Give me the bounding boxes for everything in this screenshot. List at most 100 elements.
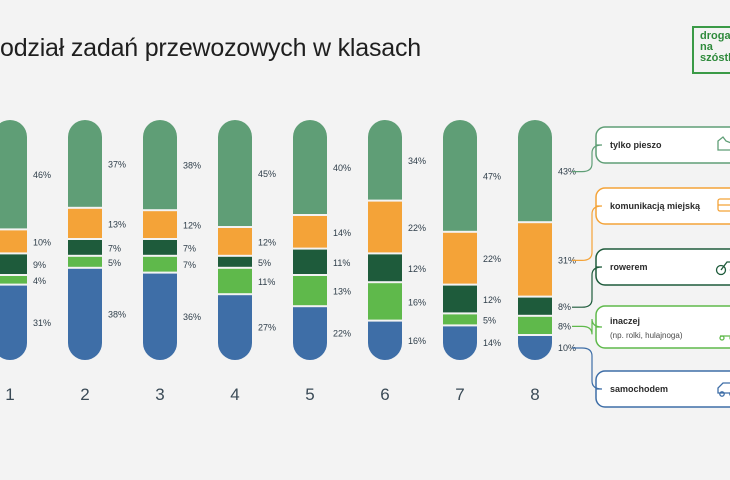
data-label: 9% bbox=[33, 260, 46, 270]
legend-connector bbox=[572, 347, 603, 390]
data-label: 7% bbox=[183, 243, 196, 253]
bar-segment bbox=[68, 268, 102, 360]
legend-connector bbox=[572, 318, 603, 335]
bar-segment bbox=[0, 230, 27, 253]
data-label: 45% bbox=[258, 169, 276, 179]
data-label: 16% bbox=[408, 336, 426, 346]
bar-segment bbox=[0, 276, 27, 284]
data-label: 16% bbox=[408, 297, 426, 307]
bar-group-7 bbox=[443, 120, 477, 360]
chart-title: odział zadań przewozowych w klasach bbox=[0, 34, 421, 62]
data-label: 40% bbox=[333, 163, 351, 173]
data-label: 37% bbox=[108, 159, 126, 169]
data-label: 43% bbox=[558, 167, 576, 177]
bar-group-2 bbox=[68, 120, 102, 360]
bar-segment bbox=[143, 120, 177, 210]
bicycle-icon bbox=[715, 261, 730, 276]
data-label: 31% bbox=[33, 318, 51, 328]
bus-icon bbox=[717, 198, 730, 212]
legend-connector bbox=[572, 144, 603, 173]
data-label: 12% bbox=[258, 237, 276, 247]
category-label: 7 bbox=[455, 385, 464, 404]
bar-segment bbox=[518, 120, 552, 222]
data-label: 4% bbox=[33, 276, 46, 286]
category-label: 5 bbox=[305, 385, 314, 404]
data-label: 11% bbox=[333, 258, 350, 268]
data-label: 10% bbox=[33, 237, 51, 247]
bar-segment bbox=[368, 321, 402, 360]
bar-segment bbox=[518, 297, 552, 315]
bar-segment bbox=[0, 285, 27, 360]
legend-label: samochodem bbox=[610, 384, 668, 394]
bar-segment bbox=[368, 254, 402, 282]
bar-segment bbox=[143, 256, 177, 272]
bar-segment bbox=[218, 256, 252, 267]
bar-segment bbox=[143, 211, 177, 238]
bar-group-8 bbox=[518, 120, 552, 360]
bar-segment bbox=[293, 216, 327, 248]
data-label: 14% bbox=[333, 228, 351, 238]
logo-line-2: na bbox=[700, 41, 713, 53]
scooter-icon bbox=[719, 335, 730, 341]
logo-line-1: droga bbox=[700, 30, 730, 42]
data-label: 5% bbox=[483, 315, 496, 325]
bar-segment bbox=[218, 295, 252, 360]
data-label: 7% bbox=[108, 243, 121, 253]
legend-label: tylko pieszo bbox=[610, 140, 662, 150]
bar-segment bbox=[368, 201, 402, 253]
data-label: 22% bbox=[408, 223, 426, 233]
bar-group-3 bbox=[143, 120, 177, 360]
data-label: 8% bbox=[558, 321, 571, 331]
bar-segment bbox=[443, 120, 477, 231]
data-label: 13% bbox=[108, 219, 126, 229]
data-label: 8% bbox=[558, 302, 571, 312]
bar-segment bbox=[518, 316, 552, 334]
data-label: 38% bbox=[108, 309, 126, 319]
bar-group-5 bbox=[293, 120, 327, 360]
bar-group-4 bbox=[218, 120, 252, 360]
data-label: 11% bbox=[258, 277, 275, 287]
category-label: 4 bbox=[230, 385, 239, 404]
data-label: 36% bbox=[183, 312, 201, 322]
data-label: 12% bbox=[408, 264, 426, 274]
data-label: 5% bbox=[108, 258, 121, 268]
legend-item bbox=[595, 305, 730, 349]
bar-segment bbox=[293, 276, 327, 306]
bar-segment bbox=[68, 208, 102, 238]
data-label: 22% bbox=[333, 329, 351, 339]
legend-connector bbox=[572, 266, 603, 308]
data-label: 27% bbox=[258, 323, 276, 333]
bar-segment bbox=[443, 314, 477, 325]
data-label: 47% bbox=[483, 171, 501, 181]
data-label: 5% bbox=[258, 258, 271, 268]
bar-segment bbox=[293, 249, 327, 274]
bar-segment bbox=[0, 120, 27, 229]
brand-logo: droga na szóstk bbox=[692, 26, 730, 74]
legend-label: komunikacją miejską bbox=[610, 201, 701, 211]
bar-segment bbox=[368, 283, 402, 320]
data-label: 14% bbox=[483, 338, 501, 348]
category-label: 3 bbox=[155, 385, 164, 404]
legend-sublabel: (np. rolki, hulajnoga) bbox=[610, 331, 683, 340]
bar-segment bbox=[218, 268, 252, 294]
bar-segment bbox=[518, 223, 552, 296]
data-label: 13% bbox=[333, 287, 351, 297]
shoe-icon bbox=[717, 136, 730, 151]
data-label: 34% bbox=[408, 156, 426, 166]
bar-segment bbox=[443, 285, 477, 313]
data-label: 10% bbox=[558, 343, 576, 353]
data-label: 12% bbox=[183, 221, 201, 231]
legend-label: rowerem bbox=[610, 262, 648, 272]
bar-segment bbox=[68, 240, 102, 255]
bar-segment bbox=[218, 228, 252, 255]
data-label: 22% bbox=[483, 254, 501, 264]
bar-segment bbox=[443, 232, 477, 284]
bar-segment bbox=[0, 254, 27, 274]
category-label: 2 bbox=[80, 385, 89, 404]
bar-segment bbox=[143, 240, 177, 255]
legend-label: inaczej bbox=[610, 316, 640, 326]
logo-line-3: szóstk bbox=[700, 52, 730, 64]
bar-segment bbox=[443, 326, 477, 360]
bar-segment bbox=[293, 307, 327, 360]
